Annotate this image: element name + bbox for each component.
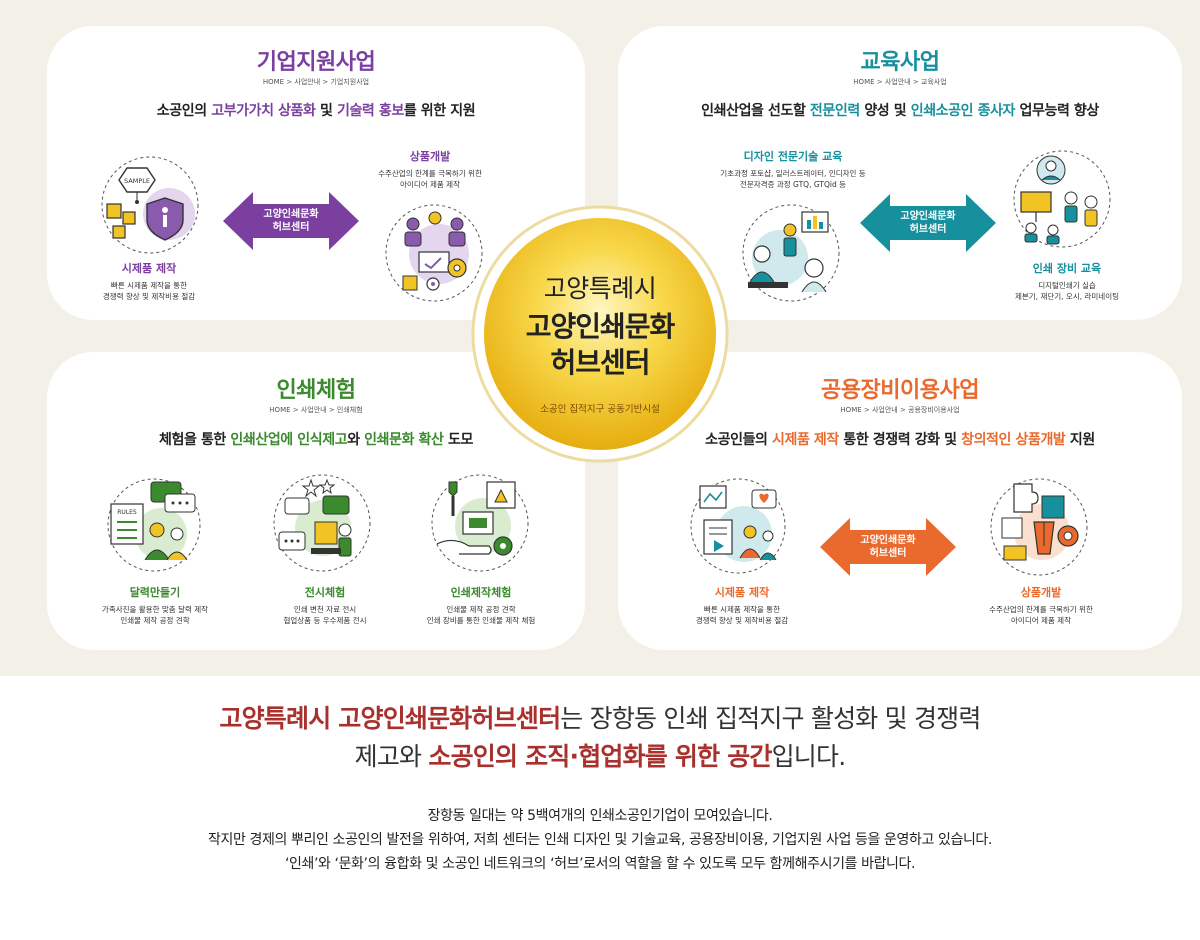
center-line-3: 허브센터 — [550, 346, 650, 379]
equipment-training-illustration — [1011, 148, 1113, 250]
caption-product-dev: 상품개발 수주산업의 한계를 극복하기 위한 아이디어 제품 제작 — [378, 150, 482, 189]
breadcrumb: HOME > 사업안내 > 인쇄체험 — [269, 406, 363, 414]
caption-equipment-training: 인쇄 장비 교육 디지털인쇄기 실습 제본기, 재단기, 오시, 라미네이팅 — [1014, 262, 1119, 301]
intro-body-line: ‘인쇄’와 ‘문화’의 융합화 및 소공인 네트워크의 ‘허브’로서의 역할을 … — [284, 856, 916, 872]
caption-prototype: 시제품 제작 빠른 시제품 제작을 통한 경쟁력 향상 및 제작비용 절감 — [102, 262, 196, 301]
panel-title: 인쇄체험 — [276, 378, 356, 403]
intro-headline-2: 제고와 소공인의 조직·협업화를 위한 공간입니다. — [354, 742, 847, 771]
panel-description: 소공인의 고부가가치 상품화 및 기술력 홍보를 위한 지원 — [156, 103, 476, 119]
center-line-1: 고양특례시 — [543, 274, 657, 303]
breadcrumb: HOME > 사업안내 > 교육사업 — [853, 78, 947, 86]
caption-product-dev: 상품개발 수주산업의 한계를 극복하기 위한 아이디어 제품 제작 — [989, 586, 1093, 625]
design-training-illustration — [740, 202, 842, 304]
center-hub-badge[interactable]: 고양특례시 고양인쇄문화 허브센터 소공인 집적지구 공동기반시설 — [471, 205, 729, 463]
center-subtitle: 소공인 집적지구 공동기반시설 — [540, 404, 660, 415]
panel-education[interactable]: 교육사업 HOME > 사업안내 > 교육사업 인쇄산업을 선도할 전문인력 양… — [618, 26, 1182, 320]
intro-body-line: 작지만 경제의 뿌리인 소공인의 발전을 위하여, 저희 센터는 인쇄 디자인 … — [208, 832, 992, 848]
caption-print-making: 인쇄제작체험 인쇄물 제작 공정 견학 인쇄 장비를 통한 인쇄물 제작 체험 — [426, 586, 536, 625]
product-dev-illustration — [383, 202, 485, 304]
services-overview: 기업지원사업 HOME > 사업안내 > 기업지원사업 소공인의 고부가가치 상… — [0, 0, 1200, 676]
caption-design-training: 디자인 전문기술 교육 기초과정 포토샵, 일러스트레이터, 인디자인 등 전문… — [720, 150, 866, 189]
calendar-making-illustration: RULES — [105, 476, 203, 574]
breadcrumb: HOME > 사업안내 > 공용장비이용사업 — [840, 406, 960, 414]
sample-label: SAMPLE — [124, 177, 150, 185]
panel-description: 인쇄산업을 선도할 전문인력 양성 및 인쇄소공인 종사자 업무능력 향상 — [701, 103, 1099, 119]
center-line-2: 고양인쇄문화 — [525, 310, 676, 343]
print-making-illustration — [429, 472, 531, 574]
panel-title: 기업지원사업 — [256, 50, 376, 75]
breadcrumb: HOME > 사업안내 > 기업지원사업 — [262, 78, 370, 86]
intro-headline-1: 고양특례시 고양인쇄문화허브센터는 장항동 인쇄 집적지구 활성화 및 경쟁력 — [219, 704, 981, 733]
prototype-illustration — [688, 476, 788, 576]
panel-description: 소공인들의 시제품 제작 통한 경쟁력 강화 및 창의적인 상품개발 지원 — [705, 432, 1095, 448]
rules-label: RULES — [117, 509, 137, 516]
intro-body: 장항동 일대는 약 5백여개의 인쇄소공인기업이 모여있습니다. 작지만 경제의… — [0, 804, 1200, 876]
intro-body-line: 장항동 일대는 약 5백여개의 인쇄소공인기업이 모여있습니다. — [427, 808, 773, 824]
panel-description: 체험을 통한 인쇄산업에 인식제고와 인쇄문화 확산 도모 — [159, 432, 473, 448]
caption-prototype: 시제품 제작 빠른 시제품 제작을 통한 경쟁력 향상 및 제작비용 절감 — [695, 586, 789, 625]
intro-section: 고양특례시 고양인쇄문화허브센터는 장항동 인쇄 집적지구 활성화 및 경쟁력 … — [0, 700, 1200, 876]
panel-print-experience[interactable]: 인쇄체험 HOME > 사업안내 > 인쇄체험 체험을 통한 인쇄산업에 인식제… — [47, 352, 585, 650]
caption-calendar: 달력만들기 가족사진을 활용한 맞춤 달력 제작 인쇄물 제작 공정 견학 — [101, 586, 209, 625]
panel-title: 공용장비이용사업 — [821, 378, 979, 403]
panel-business-support[interactable]: 기업지원사업 HOME > 사업안내 > 기업지원사업 소공인의 고부가가치 상… — [47, 26, 585, 320]
prototype-illustration: SAMPLE — [99, 154, 201, 256]
panel-shared-equipment[interactable]: 공용장비이용사업 HOME > 사업안내 > 공용장비이용사업 소공인들의 시제… — [618, 352, 1182, 650]
product-dev-illustration — [988, 476, 1090, 578]
caption-exhibition: 전시체험 인쇄 변천 자료 전시 협업상품 등 우수제품 전시 — [283, 586, 367, 625]
exhibition-illustration — [271, 472, 373, 574]
panel-title: 교육사업 — [860, 50, 940, 75]
center-hub-text: 고양특례시 고양인쇄문화 허브센터 소공인 집적지구 공동기반시설 — [471, 205, 729, 463]
